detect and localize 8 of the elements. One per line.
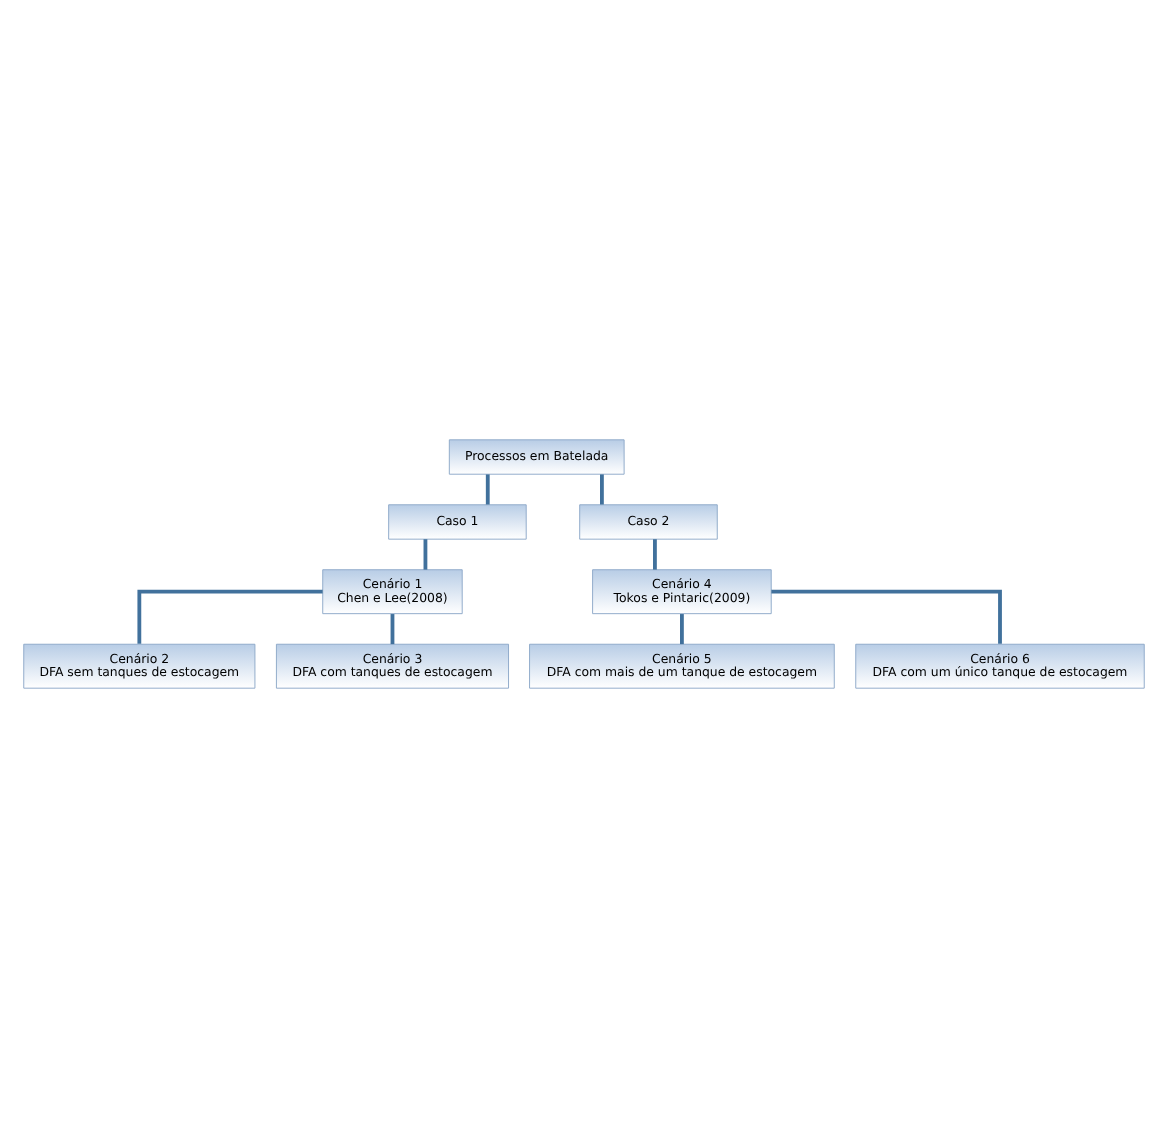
connector bbox=[485, 473, 490, 504]
connector bbox=[423, 538, 428, 569]
connector bbox=[653, 538, 657, 569]
connector bbox=[771, 588, 1002, 643]
connector bbox=[137, 588, 323, 643]
connector bbox=[680, 613, 684, 644]
connector bbox=[600, 473, 604, 504]
connector bbox=[390, 613, 395, 644]
